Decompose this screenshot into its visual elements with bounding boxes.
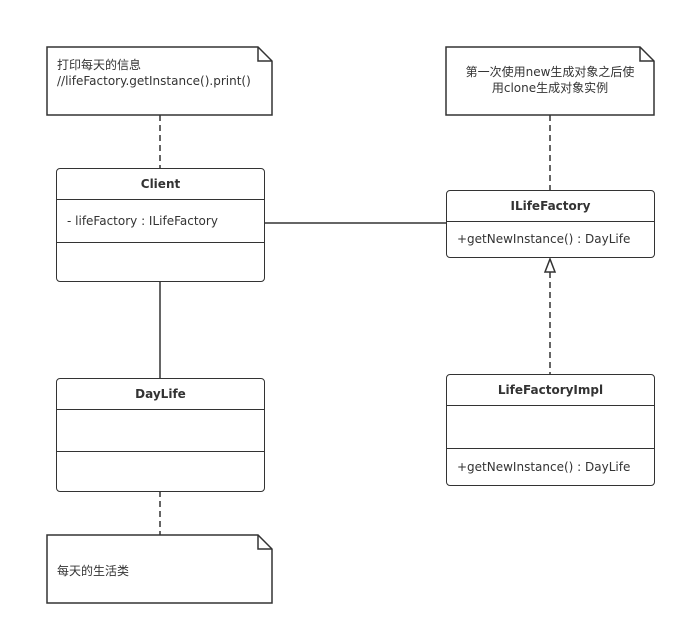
note-text: 用clone生成对象实例	[491, 81, 609, 95]
class-methods	[57, 243, 264, 280]
client-note: 打印每天的信息 //lifeFactory.getInstance().prin…	[57, 57, 267, 89]
class-lifefactoryimpl[interactable]: LifeFactoryImpl +getNewInstance() : DayL…	[446, 374, 655, 486]
note-text: 打印每天的信息	[57, 58, 142, 72]
class-attributes	[447, 406, 654, 449]
class-attributes	[57, 410, 264, 452]
client-note-shape	[46, 46, 273, 116]
factory-note-fold	[639, 47, 654, 62]
note-text: 第一次使用new生成对象之后使	[465, 65, 635, 79]
class-name: Client	[57, 169, 264, 200]
daylife-note-fold	[257, 535, 272, 550]
client-note-fold	[257, 47, 272, 62]
factory-note: 第一次使用new生成对象之后使 用clone生成对象实例	[446, 64, 654, 96]
note-text: //lifeFactory.getInstance().print()	[57, 74, 251, 88]
note-text: 每天的生活类	[57, 564, 130, 578]
class-ilifefactory[interactable]: ILifeFactory +getNewInstance() : DayLife	[446, 190, 655, 258]
class-daylife[interactable]: DayLife	[56, 378, 265, 492]
class-methods: +getNewInstance() : DayLife	[457, 232, 631, 246]
daylife-note-shape	[46, 534, 273, 604]
class-client[interactable]: Client - lifeFactory : ILifeFactory	[56, 168, 265, 282]
realization-arrowhead	[543, 256, 557, 273]
class-name: ILifeFactory	[447, 191, 654, 222]
class-name: LifeFactoryImpl	[447, 375, 654, 406]
daylife-note: 每天的生活类	[57, 563, 257, 579]
class-methods: +getNewInstance() : DayLife	[457, 459, 631, 474]
class-methods	[57, 452, 264, 490]
class-name: DayLife	[57, 379, 264, 410]
class-attributes: - lifeFactory : ILifeFactory	[57, 200, 264, 243]
factory-note-shape	[445, 46, 655, 116]
